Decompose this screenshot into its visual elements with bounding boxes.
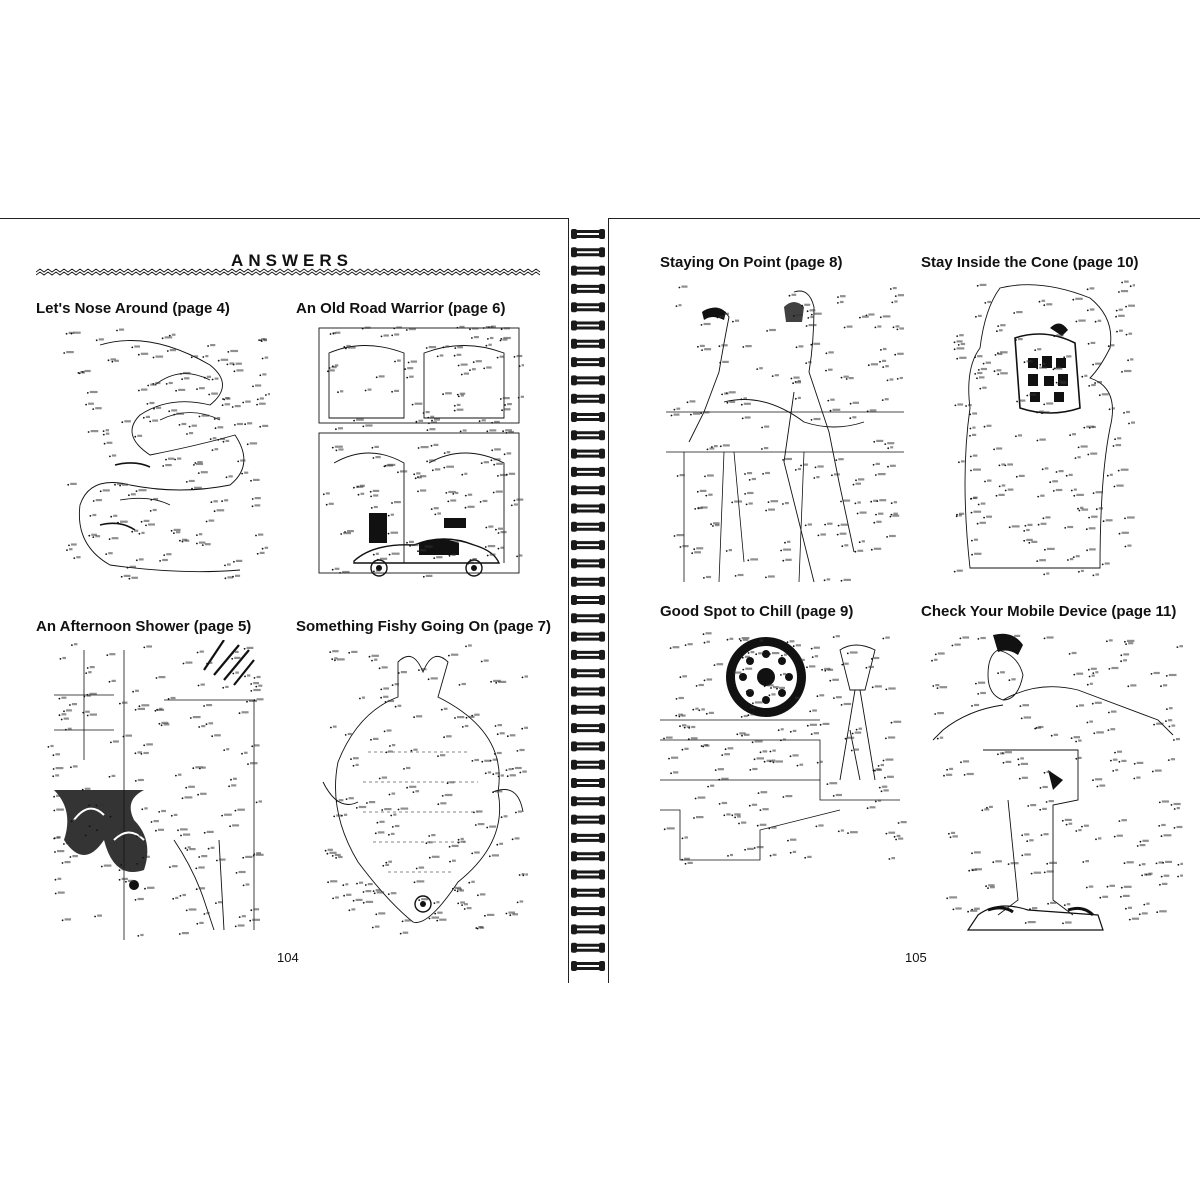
spiral-coil xyxy=(571,375,605,386)
spiral-coil xyxy=(571,485,605,496)
spiral-coil xyxy=(571,521,605,532)
puzzle-title-point: Staying On Point (page 8) xyxy=(660,254,843,271)
page-number-right: 105 xyxy=(905,950,927,965)
cooler-dot-art xyxy=(660,630,908,870)
spiral-coil xyxy=(571,741,605,752)
spiral-coil xyxy=(571,229,605,239)
puzzle-title-shower: An Afternoon Shower (page 5) xyxy=(36,618,252,635)
spiral-coil xyxy=(571,448,605,459)
spiral-coil xyxy=(571,558,605,569)
dancers-dot-art xyxy=(664,282,904,587)
puzzle-title-road-warrior: An Old Road Warrior (page 6) xyxy=(296,300,506,317)
spiral-coil xyxy=(571,576,605,587)
right-page xyxy=(608,218,1200,983)
building-car-dot-art xyxy=(314,323,524,581)
left-page xyxy=(0,218,569,983)
spiral-coil xyxy=(571,942,605,953)
spiral-coil xyxy=(571,686,605,697)
spiral-coil xyxy=(571,832,605,843)
puzzle-title-chill: Good Spot to Chill (page 9) xyxy=(660,603,854,620)
shower-dot-art xyxy=(44,640,269,940)
spiral-coil xyxy=(571,759,605,770)
spiral-coil xyxy=(571,412,605,422)
spiral-coil xyxy=(571,668,605,679)
skater-dot-art xyxy=(928,630,1183,940)
spiral-coil xyxy=(571,887,605,898)
spiral-coil xyxy=(571,649,605,660)
spiral-coil xyxy=(571,247,605,258)
dog-cone-dot-art xyxy=(950,278,1135,582)
spiral-coil xyxy=(571,283,605,294)
spiral-coil xyxy=(571,869,605,880)
spiral-coil xyxy=(571,704,605,715)
spiral-coil xyxy=(571,320,605,331)
spiral-coil xyxy=(571,851,605,862)
spiral-coil xyxy=(571,723,605,734)
fish-dot-art xyxy=(318,642,528,938)
spiral-coil xyxy=(571,357,605,368)
spiral-coil xyxy=(571,265,605,276)
spiral-binding xyxy=(568,218,608,982)
spiral-coil xyxy=(571,338,605,349)
page-number-left: 104 xyxy=(277,950,299,965)
decorative-zigzag-divider xyxy=(36,268,541,276)
spiral-coil xyxy=(571,613,605,624)
spiral-coil xyxy=(571,595,605,605)
puzzle-title-fishy: Something Fishy Going On (page 7) xyxy=(296,618,552,635)
spiral-coil xyxy=(571,906,605,917)
spiral-coil xyxy=(571,961,605,971)
spiral-coil xyxy=(571,778,605,788)
spiral-coil xyxy=(571,466,605,477)
spiral-coil xyxy=(571,540,605,551)
answers-heading: ANSWERS xyxy=(231,251,353,270)
spiral-coil xyxy=(571,814,605,825)
puzzle-title-cone: Stay Inside the Cone (page 10) xyxy=(921,254,1139,271)
puzzle-title-nose: Let's Nose Around (page 4) xyxy=(36,300,230,317)
spiral-coil xyxy=(571,796,605,807)
spiral-coil xyxy=(571,631,605,642)
spiral-coil xyxy=(571,924,605,935)
spiral-coil xyxy=(571,430,605,441)
spiral-coil xyxy=(571,503,605,514)
face-dot-art xyxy=(60,325,270,583)
puzzle-title-mobile: Check Your Mobile Device (page 11) xyxy=(921,603,1177,620)
spiral-coil xyxy=(571,393,605,404)
spiral-coil xyxy=(571,302,605,313)
